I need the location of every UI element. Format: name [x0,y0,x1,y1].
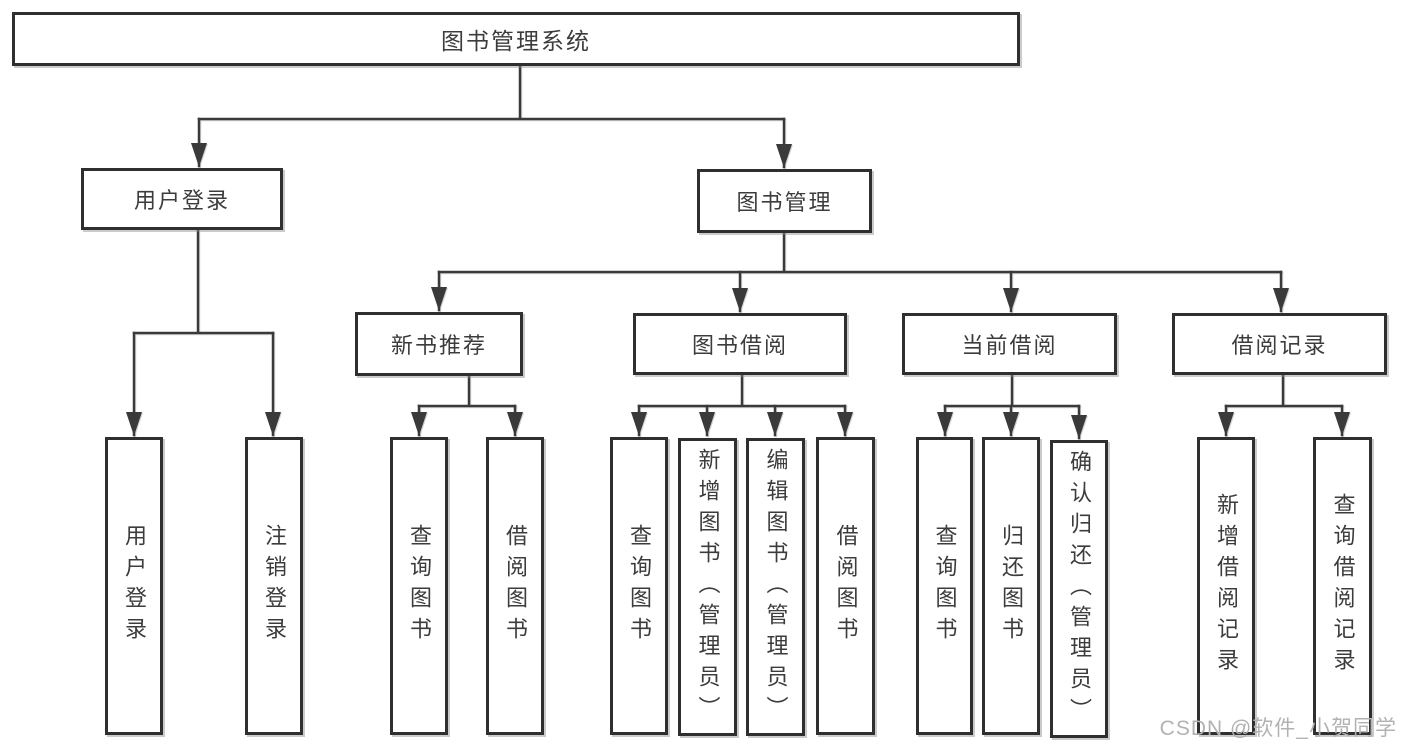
node-root-system: 图书管理系统 [12,12,1020,66]
node-current-borrowing: 当前借阅 [902,313,1117,375]
leaf-bb-add-books-admin: 新增图书（管理员） [678,438,737,736]
leaf-nb-query-books: 查询图书 [390,437,448,735]
leaf-cb-return-books: 归还图书 [982,437,1040,735]
leaf-bb-edit-books-admin: 编辑图书（管理员） [746,438,805,736]
node-borrowing-records: 借阅记录 [1172,313,1387,375]
csdn-watermark: CSDN @软件_小贺同学 [1159,717,1397,740]
leaf-br-add-borrow-record: 新增借阅记录 [1197,437,1255,735]
leaf-user-login: 用户登录 [105,437,163,735]
leaf-bb-query-books: 查询图书 [610,437,668,735]
leaf-bb-borrow-books: 借阅图书 [816,437,875,735]
leaf-br-query-borrow-record: 查询借阅记录 [1313,437,1372,735]
leaf-logout-login: 注销登录 [245,437,303,735]
node-new-book-recommend: 新书推荐 [355,312,523,376]
leaf-cb-confirm-return-admin: 确认归还（管理员） [1050,440,1108,738]
node-book-management: 图书管理 [697,169,872,233]
node-user-login: 用户登录 [81,168,283,230]
leaf-cb-query-books: 查询图书 [916,437,973,735]
leaf-nb-borrow-books: 借阅图书 [486,437,544,735]
node-book-borrowing: 图书借阅 [633,313,847,375]
